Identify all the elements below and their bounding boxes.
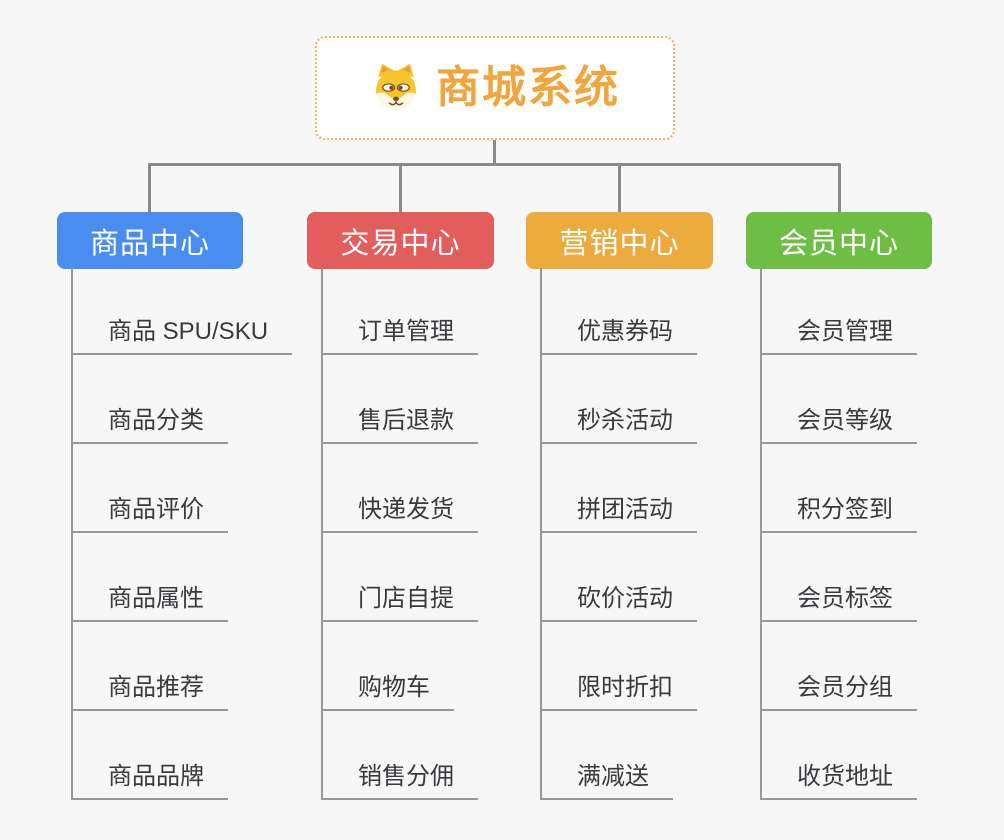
leaf-node[interactable]: 商品品牌 [73,711,292,800]
leaf-node[interactable]: 商品属性 [73,533,292,622]
leaf-label: 商品属性 [73,584,228,622]
leaf-label: 会员等级 [762,406,917,444]
leaf-node[interactable]: 会员标签 [762,533,917,622]
leaf-node[interactable]: 售后退款 [323,355,478,444]
root-node[interactable]: 商城系统 [315,36,675,140]
leaf-label: 订单管理 [323,317,478,355]
leaf-node[interactable]: 秒杀活动 [542,355,697,444]
branch-items-trade-center: 订单管理 售后退款 快递发货 门店自提 购物车 销售分佣 [321,268,478,800]
leaf-label: 拼团活动 [542,495,697,533]
leaf-node[interactable]: 拼团活动 [542,444,697,533]
leaf-label: 商品评价 [73,495,228,533]
leaf-node[interactable]: 订单管理 [323,268,478,355]
leaf-label: 秒杀活动 [542,406,697,444]
leaf-label: 会员标签 [762,584,917,622]
leaf-label: 商品 SPU/SKU [73,317,293,355]
leaf-node[interactable]: 满减送 [542,711,697,800]
leaf-node[interactable]: 积分签到 [762,444,917,533]
root-label: 商城系统 [436,63,620,112]
connector-drop [399,164,402,212]
branch-items-member-center: 会员管理 会员等级 积分签到 会员标签 会员分组 收货地址 [760,268,917,800]
leaf-label: 销售分佣 [323,762,478,800]
leaf-node[interactable]: 门店自提 [323,533,478,622]
connector-drop [838,164,841,212]
leaf-label: 商品品牌 [73,762,228,800]
branch-node-product-center[interactable]: 商品中心 [57,212,243,269]
leaf-label: 积分签到 [762,495,917,533]
leaf-label: 商品分类 [73,406,228,444]
connector-drop [148,164,151,212]
leaf-label: 限时折扣 [542,673,697,711]
branch-items-product-center: 商品 SPU/SKU 商品分类 商品评价 商品属性 商品推荐 商品品牌 [71,268,293,800]
branch-node-trade-center[interactable]: 交易中心 [307,212,494,269]
leaf-label: 门店自提 [323,584,478,622]
branch-node-marketing-center[interactable]: 营销中心 [526,212,713,269]
leaf-node[interactable]: 会员管理 [762,268,917,355]
leaf-node[interactable]: 销售分佣 [323,711,478,800]
leaf-label: 收货地址 [762,762,917,800]
leaf-label: 会员分组 [762,673,917,711]
leaf-node[interactable]: 优惠券码 [542,268,697,355]
leaf-node[interactable]: 商品推荐 [73,622,292,711]
leaf-node[interactable]: 限时折扣 [542,622,697,711]
connector-drop [618,164,621,212]
connector-horizontal [148,163,841,166]
leaf-node[interactable]: 会员分组 [762,622,917,711]
shiba-dog-icon [370,62,422,114]
leaf-node[interactable]: 商品分类 [73,355,292,444]
leaf-node[interactable]: 购物车 [323,622,478,711]
leaf-label: 商品推荐 [73,673,228,711]
leaf-label: 优惠券码 [542,317,697,355]
leaf-node[interactable]: 商品 SPU/SKU [73,268,293,355]
branch-node-member-center[interactable]: 会员中心 [746,212,932,269]
branch-items-marketing-center: 优惠券码 秒杀活动 拼团活动 砍价活动 限时折扣 满减送 [540,268,697,800]
leaf-label: 售后退款 [323,406,478,444]
leaf-label: 砍价活动 [542,584,697,622]
connector-root-stem [493,140,496,164]
leaf-node[interactable]: 收货地址 [762,711,917,800]
leaf-label: 购物车 [323,673,454,711]
leaf-label: 会员管理 [762,317,917,355]
leaf-node[interactable]: 砍价活动 [542,533,697,622]
leaf-node[interactable]: 会员等级 [762,355,917,444]
leaf-node[interactable]: 快递发货 [323,444,478,533]
leaf-label: 满减送 [542,762,673,800]
leaf-label: 快递发货 [323,495,478,533]
leaf-node[interactable]: 商品评价 [73,444,292,533]
